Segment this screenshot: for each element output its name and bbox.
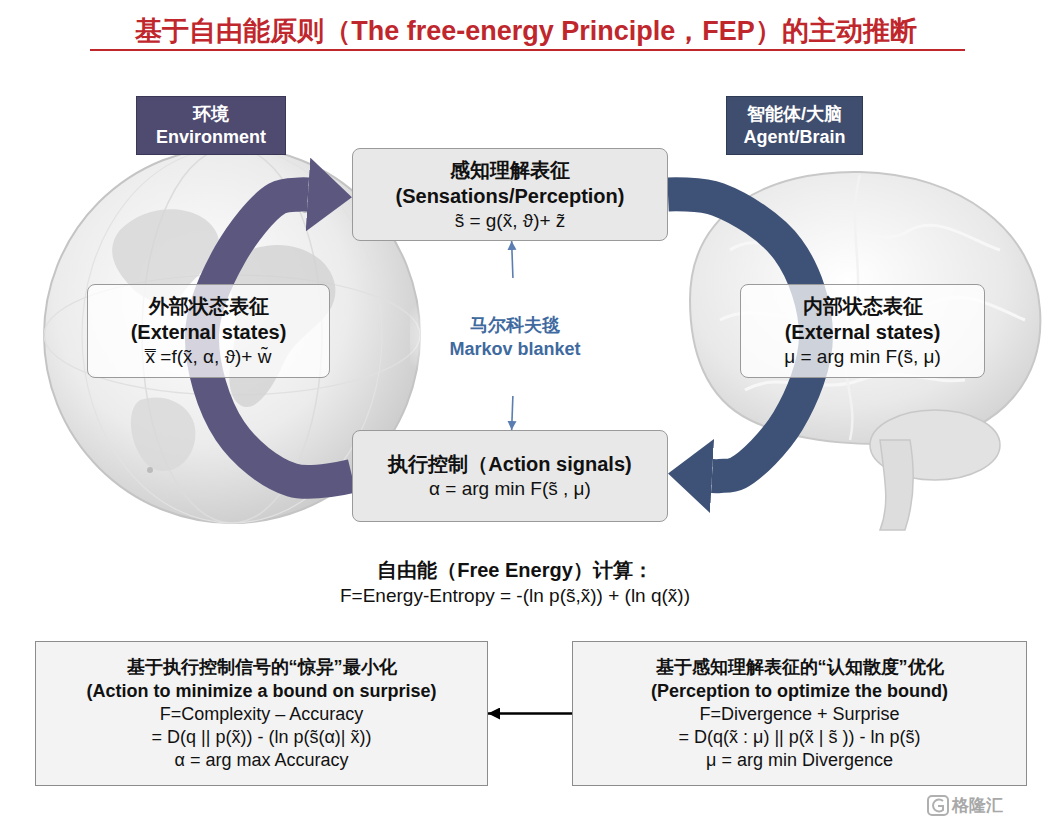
title-underline (90, 49, 965, 51)
box-heading: 基于执行控制信号的“惊异”最小化 (127, 655, 397, 679)
formula-box: 基于感知理解表征的“认知散度”优化(Perception to optimize… (572, 641, 1027, 786)
box-heading: 环境 (193, 103, 229, 126)
diagram-title: 基于自由能原则（The free-energy Principle，FEP）的主… (0, 14, 1052, 48)
box-text: (Perception to optimize the bound) (651, 679, 948, 703)
globe-continent (131, 397, 196, 471)
formula-heading: 自由能（Free Energy）计算： (0, 557, 1030, 583)
box-text: (External states) (785, 319, 941, 345)
watermark: 格隆汇 (952, 796, 1003, 816)
box-text: Agent/Brain (743, 126, 845, 149)
globe-meridian (82, 147, 382, 523)
box-text: (Sensations/Perception) (396, 183, 625, 209)
box-text: F=Divergence + Surprise (699, 703, 899, 726)
box-text: (Action to minimize a bound on surprise) (86, 679, 436, 703)
box-text: α = arg max Accuracy (175, 749, 349, 772)
box-text: (External states) (131, 319, 287, 345)
box-text: F=Complexity – Accuracy (160, 703, 364, 726)
logo-frame (928, 796, 948, 815)
globe-dot (147, 467, 153, 473)
box-text: = D(q(x̃ : μ) || p(x̃ | s̃ )) - ln p(s̃) (679, 726, 921, 749)
logo-mark (933, 800, 943, 812)
section-tag: 智能体/大脑Agent/Brain (726, 96, 863, 155)
box-text: α = arg min F(s̃ , μ) (429, 477, 591, 501)
formula-text: F=Energy-Entropy = -(ln p(s̃,x̃)) + (ln … (0, 584, 1030, 608)
box-text: = D(q || p(x̃)) - (ln p(s̃(α)| x̃)) (152, 726, 372, 749)
link-arrow (488, 712, 572, 715)
blanket-area: 马尔科夫毯Markov blanket (410, 278, 620, 396)
watermark-logo (928, 796, 948, 815)
box-text: Markov blanket (449, 337, 580, 361)
box-heading: 感知理解表征 (450, 157, 570, 183)
box-text: μ = arg min Divergence (706, 749, 893, 772)
box-heading: 执行控制（Action signals) (388, 451, 631, 477)
box-heading: 智能体/大脑 (747, 103, 842, 126)
box-text: μ = arg min F(s̃, μ) (784, 345, 941, 369)
process-box: 执行控制（Action signals)α = arg min F(s̃ , μ… (352, 430, 668, 522)
box-text: Environment (156, 126, 266, 149)
box-heading: 外部状态表征 (149, 293, 269, 319)
formula-box: 基于执行控制信号的“惊异”最小化(Action to minimize a bo… (35, 641, 488, 786)
state-box: 外部状态表征(External states)x̿ =f(x̃, α, ϑ)+ … (87, 284, 330, 378)
brain-stem (880, 440, 913, 530)
box-heading: 内部状态表征 (803, 293, 923, 319)
box-heading: 基于感知理解表征的“认知散度”优化 (656, 655, 944, 679)
box-text: x̿ =f(x̃, α, ϑ)+ w̃ (146, 345, 272, 369)
link-arrow (512, 396, 513, 430)
box-text: s̃ = g(x̃, ϑ)+ z̃ (455, 209, 566, 233)
box-heading: 马尔科夫毯 (470, 313, 560, 337)
process-box: 感知理解表征(Sensations/Perception)s̃ = g(x̃, … (352, 148, 668, 241)
section-tag: 环境Environment (136, 96, 286, 155)
link-arrow (512, 241, 513, 278)
state-box: 内部状态表征(External states)μ = arg min F(s̃,… (740, 284, 985, 378)
globe-parallel (44, 275, 420, 395)
